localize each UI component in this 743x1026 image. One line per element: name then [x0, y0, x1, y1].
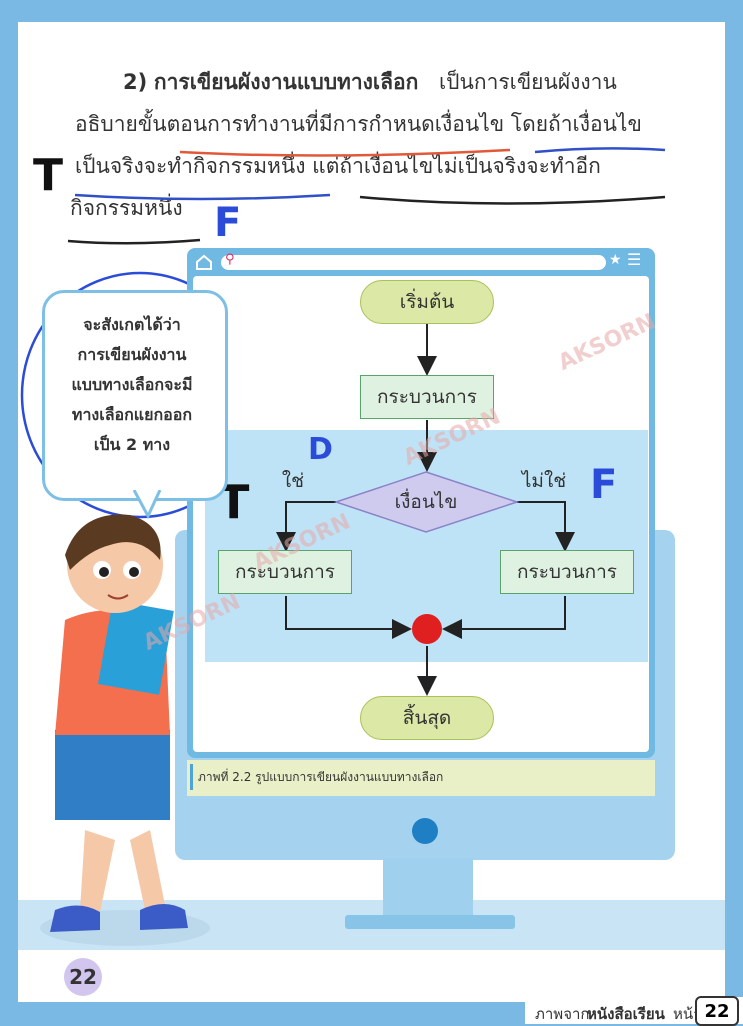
caption-bar — [187, 760, 655, 796]
search-icon: ⚲ — [225, 252, 235, 267]
star-icon: ★ — [609, 252, 622, 268]
start-terminal: เริ่มต้น — [360, 280, 494, 324]
bubble-line: เป็น 2 ทาง — [93, 435, 171, 454]
bubble-line: แบบทางเลือกจะมี — [71, 375, 193, 394]
junction-dot — [412, 614, 442, 644]
handwritten-f-no: F — [590, 462, 618, 508]
condition-label: เงื่อนไข — [394, 491, 458, 513]
end-terminal: สิ้นสุด — [360, 696, 494, 740]
heading-rest: เป็นการเขียนผังงาน — [439, 70, 617, 94]
footer-page-number: 22 — [695, 996, 739, 1026]
process-right: กระบวนการ — [500, 550, 634, 594]
handwritten-t-left: T — [33, 150, 64, 201]
bubble-tail — [132, 490, 162, 520]
process-top: กระบวนการ — [360, 375, 494, 419]
process-left: กระบวนการ — [218, 550, 352, 594]
heading-title: การเขียนผังงานแบบทางเลือก — [153, 70, 419, 94]
handwritten-f-text: F — [214, 200, 242, 246]
figure-caption: ภาพที่ 2.2 รูปแบบการเขียนผังงานแบบทางเลื… — [198, 770, 444, 784]
monitor-stand — [383, 858, 473, 918]
footer-prefix: ภาพจาก — [535, 1005, 590, 1023]
bubble-text: จะสังเกตได้ว่า การเขียนผังงาน แบบทางเลือ… — [52, 310, 212, 460]
no-label: ไม่ใช่ — [521, 470, 567, 492]
monitor-power-button — [412, 818, 438, 844]
bubble-line: จะสังเกตได้ว่า — [83, 315, 181, 334]
text-line-4: กิจกรรมหนึ่ง — [70, 196, 183, 220]
heading-number: 2) — [123, 70, 148, 94]
bubble-line: การเขียนผังงาน — [77, 345, 187, 364]
text-line-3: เป็นจริงจะทำกิจกรรมหนึ่ง แต่ถ้าเงื่อนไขไ… — [75, 154, 601, 178]
monitor-base — [345, 915, 515, 929]
page-number: 22 — [64, 958, 102, 996]
address-bar: ⚲ — [221, 252, 606, 270]
speech-bubble — [42, 290, 228, 501]
menu-icon: ☰ — [627, 250, 642, 269]
bubble-line: ทางเลือกแยกออก — [71, 405, 193, 424]
text-line-2: อธิบายขั้นตอนการทำงานที่มีการกำหนดเงื่อน… — [75, 112, 642, 136]
yes-label: ใช่ — [281, 470, 305, 492]
home-icon — [196, 254, 212, 270]
boy-illustration — [40, 514, 210, 946]
condition-diamond — [333, 471, 520, 533]
caption-marker — [190, 764, 193, 790]
footer-source-title: หนังสือเรียน — [587, 1005, 665, 1023]
handwritten-d-mark: D — [308, 432, 333, 467]
footer-suffix: หน้า — [673, 1005, 702, 1023]
